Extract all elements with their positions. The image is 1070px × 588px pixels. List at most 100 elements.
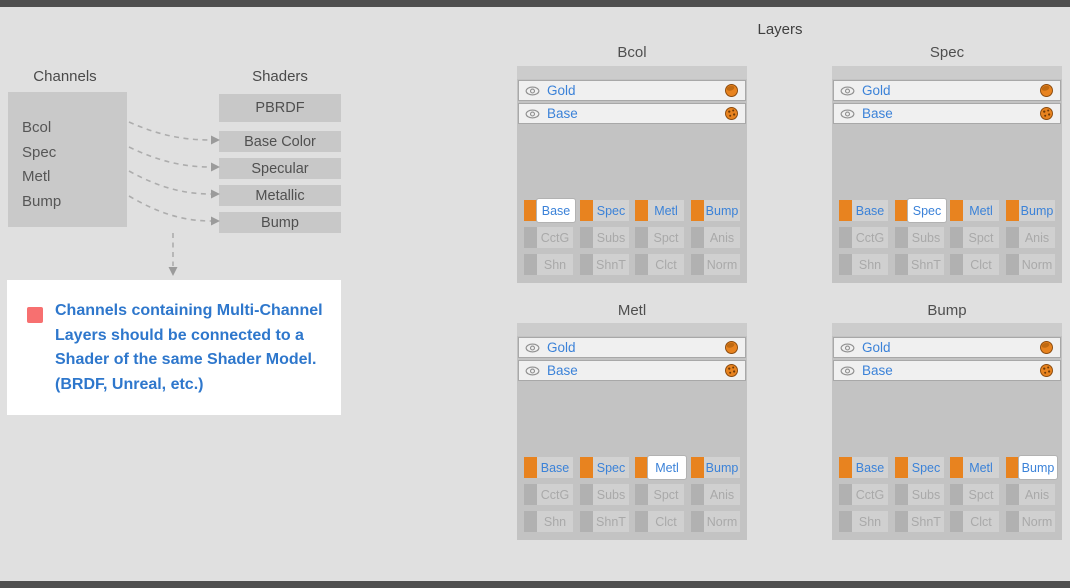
channel-button-label: Spec [907,198,947,223]
channel-button-shnt[interactable]: ShnT [580,254,629,275]
eye-icon[interactable] [525,343,540,353]
shader-node-base-color: Base Color [219,131,341,152]
note-line: Channels containing Multi-Channel [55,302,323,319]
channel-button-label: Clct [655,514,677,529]
channel-button-spec[interactable]: Spec [895,198,947,223]
channel-button-metl[interactable]: Metl [950,200,999,221]
channel-swatch [839,484,852,505]
eye-icon[interactable] [840,86,855,96]
channel-button-bump[interactable]: Bump [1006,200,1055,221]
channel-button-cctg[interactable]: CctG [524,227,573,248]
channel-button-base[interactable]: Base [524,457,573,478]
channel-button-metl[interactable]: Metl [635,200,684,221]
channel-button-cctg[interactable]: CctG [839,484,888,505]
note-line: Layers should be connected to a [55,326,304,344]
channel-button-bump[interactable]: Bump [691,457,740,478]
channel-button-bump[interactable]: Bump [1006,455,1058,480]
eye-icon[interactable] [525,366,540,376]
channel-button-shn[interactable]: Shn [524,254,573,275]
channel-button-anis[interactable]: Anis [1006,484,1055,505]
channel-button-norm[interactable]: Norm [691,511,740,532]
channel-button-base[interactable]: Base [839,457,888,478]
channel-button-metl[interactable]: Metl [950,457,999,478]
channel-button-label: Clct [655,257,677,272]
channel-button-shnt[interactable]: ShnT [895,254,944,275]
channel-button-subs[interactable]: Subs [895,484,944,505]
sphere-icon [1039,340,1054,355]
channel-button-shn[interactable]: Shn [839,254,888,275]
channel-swatch [895,227,908,248]
top-dark-bar [0,0,1070,7]
layer-row-gold[interactable]: Gold [518,80,746,101]
layer-panel-bcol: Gold Base Base [517,66,747,283]
layer-panel-metl: Gold Base Base [517,323,747,540]
layers-section-title: Layers [757,21,803,38]
channel-button-spec[interactable]: Spec [580,200,629,221]
channel-button-base[interactable]: Base [524,198,576,223]
channel-button-norm[interactable]: Norm [1006,254,1055,275]
channel-button-clct[interactable]: Clct [950,254,999,275]
panel-header-strip [517,66,747,79]
shader-node-bump: Bump [219,212,341,233]
channel-button-label: Metl [969,460,993,475]
panel-header-strip [832,66,1062,79]
channel-button-label: Bump [1020,203,1054,218]
channel-button-label: Norm [1021,514,1053,529]
channel-swatch [580,254,593,275]
channel-button-spct[interactable]: Spct [950,484,999,505]
channel-button-label: Spct [968,230,994,245]
channel-button-norm[interactable]: Norm [691,254,740,275]
channel-button-spct[interactable]: Spct [635,484,684,505]
channel-button-cctg[interactable]: CctG [839,227,888,248]
channel-button-anis[interactable]: Anis [691,227,740,248]
layer-row-base[interactable]: Base [518,360,746,381]
channel-button-label: CctG [855,487,885,502]
channel-button-shn[interactable]: Shn [839,511,888,532]
layer-row-gold[interactable]: Gold [833,80,1061,101]
channel-button-norm[interactable]: Norm [1006,511,1055,532]
channel-button-cctg[interactable]: CctG [524,484,573,505]
channel-button-label: Metl [647,455,687,480]
layer-row-base[interactable]: Base [833,360,1061,381]
channel-button-label: Subs [596,230,626,245]
channel-button-subs[interactable]: Subs [580,484,629,505]
channel-button-spec[interactable]: Spec [580,457,629,478]
channel-button-clct[interactable]: Clct [635,511,684,532]
channel-button-clct[interactable]: Clct [950,511,999,532]
channel-button-subs[interactable]: Subs [580,227,629,248]
channel-button-bump[interactable]: Bump [691,200,740,221]
channel-button-base[interactable]: Base [839,200,888,221]
channel-button-shnt[interactable]: ShnT [895,511,944,532]
painted-sphere-icon [1039,106,1054,121]
layer-row-base[interactable]: Base [518,103,746,124]
channel-button-shnt[interactable]: ShnT [580,511,629,532]
channel-button-spct[interactable]: Spct [635,227,684,248]
layer-row-gold[interactable]: Gold [518,337,746,358]
layer-row-gold[interactable]: Gold [833,337,1061,358]
channel-button-label: CctG [855,230,885,245]
painted-sphere-icon [724,106,739,121]
channel-button-label: Spec [911,460,941,475]
eye-icon[interactable] [840,343,855,353]
channel-button-spct[interactable]: Spct [950,227,999,248]
channel-button-metl[interactable]: Metl [635,455,687,480]
channel-button-anis[interactable]: Anis [691,484,740,505]
eye-icon[interactable] [525,109,540,119]
channel-swatch [691,200,704,221]
eye-icon[interactable] [840,366,855,376]
channel-swatch [950,511,963,532]
channel-button-anis[interactable]: Anis [1006,227,1055,248]
channel-swatch [895,457,908,478]
channel-button-subs[interactable]: Subs [895,227,944,248]
channel-button-spec[interactable]: Spec [895,457,944,478]
channel-swatch [635,254,648,275]
channel-swatch [691,511,704,532]
channel-button-shn[interactable]: Shn [524,511,573,532]
channel-swatch [524,511,537,532]
layer-row-base[interactable]: Base [833,103,1061,124]
channel-button-clct[interactable]: Clct [635,254,684,275]
channel-swatch [524,457,537,478]
eye-icon[interactable] [525,86,540,96]
eye-icon[interactable] [840,109,855,119]
